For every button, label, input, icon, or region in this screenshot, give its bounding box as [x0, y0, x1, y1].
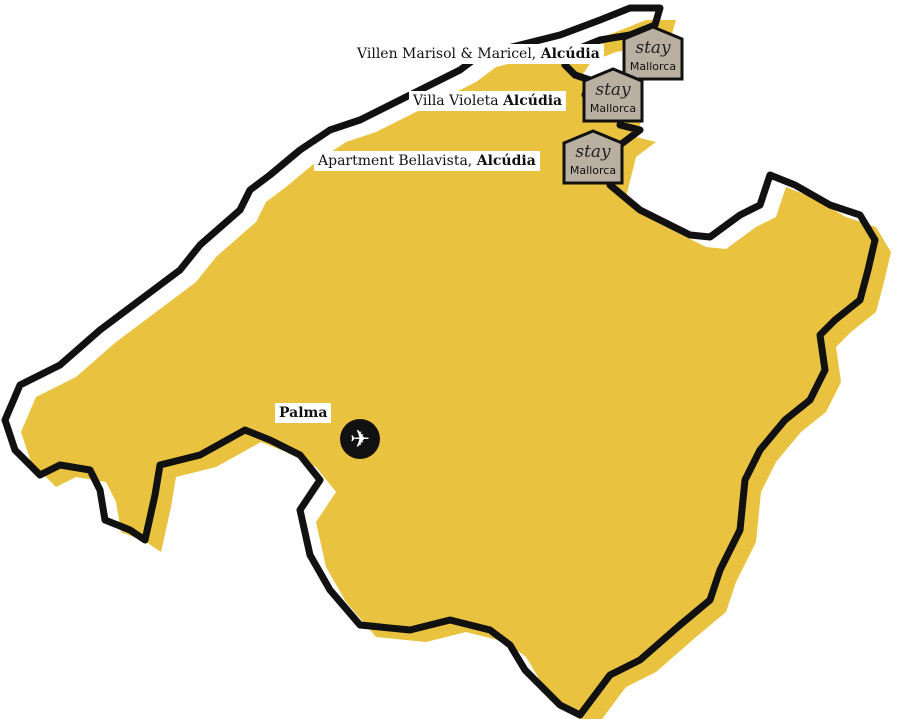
- place-label-apartment-bellavista[interactable]: Apartment Bellavista, Alcúdia: [314, 151, 540, 171]
- place-town: Alcúdia: [503, 93, 563, 109]
- house-pin-icon: [562, 129, 624, 185]
- pin-text-mallorca: Mallorca: [569, 164, 617, 177]
- house-pin-icon: [582, 67, 644, 123]
- pin-text-mallorca: Mallorca: [629, 60, 677, 73]
- pin-text-stay: stay: [595, 80, 631, 100]
- place-name: Apartment Bellavista,: [318, 153, 477, 169]
- place-town: Alcúdia: [540, 46, 600, 62]
- place-label-villa-violeta[interactable]: Villa Violeta Alcúdia: [409, 91, 567, 111]
- pin-text-mallorca: Mallorca: [589, 102, 637, 115]
- place-town: Alcúdia: [476, 153, 536, 169]
- place-name: Villa Violeta: [413, 93, 504, 109]
- city-label-palma: Palma: [275, 403, 332, 423]
- stay-mallorca-pin-2[interactable]: stay Mallorca: [581, 66, 645, 124]
- pin-text-stay: stay: [575, 142, 611, 162]
- land-fill: [21, 20, 891, 719]
- stay-mallorca-pin-3[interactable]: stay Mallorca: [561, 128, 625, 186]
- place-label-villen-marisol[interactable]: Villen Marisol & Maricel, Alcúdia: [353, 44, 604, 64]
- airplane-icon[interactable]: ✈: [340, 419, 380, 459]
- stay-mallorca-pin-1[interactable]: stay Mallorca: [621, 24, 685, 82]
- place-name: Villen Marisol & Maricel,: [357, 46, 541, 62]
- pin-text-stay: stay: [635, 38, 671, 58]
